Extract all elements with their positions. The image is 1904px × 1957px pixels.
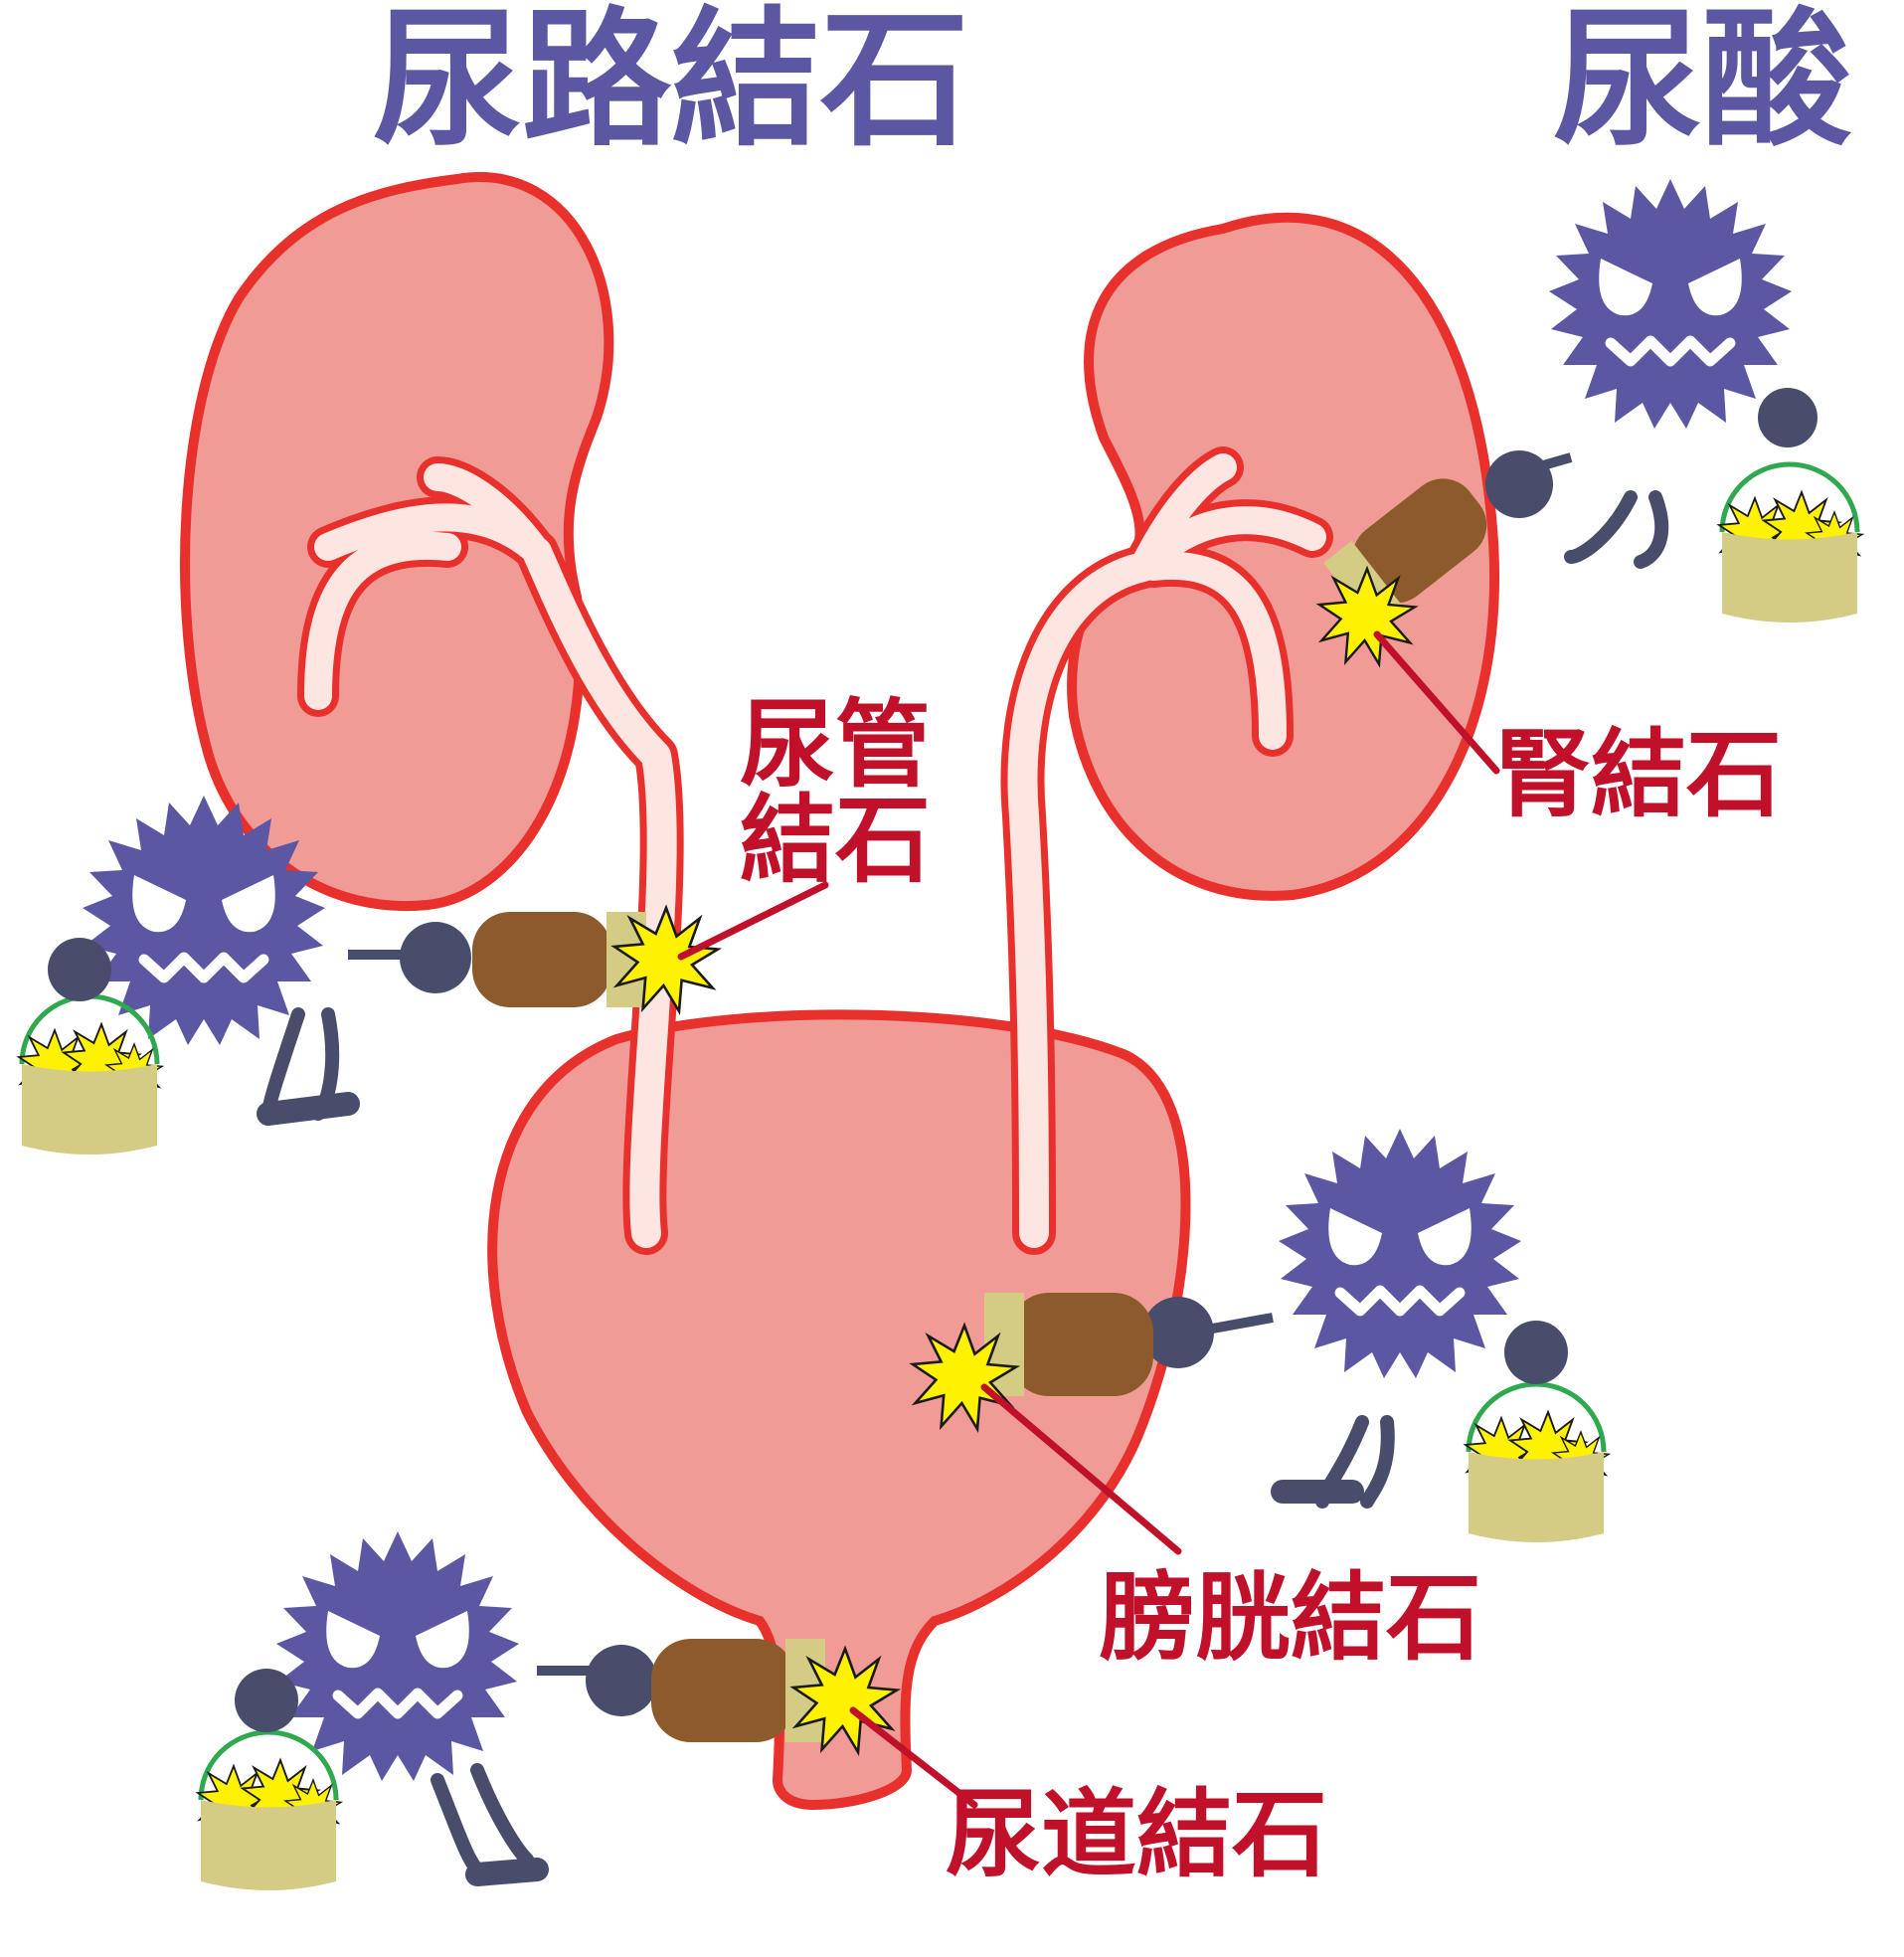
- germ-urethra-bucket: [198, 1732, 341, 1890]
- leader-lines: [677, 630, 1500, 1809]
- corner-title: 尿酸: [1553, 0, 1852, 167]
- germ-ureter: [19, 796, 646, 1155]
- germ-ureter-bucket: [19, 996, 162, 1155]
- germ-kidney-hand: [1758, 388, 1817, 447]
- germ-urethra: [198, 1531, 825, 1890]
- leader-ureter: [677, 881, 829, 961]
- germ-bladder-hammer-knob: [1142, 1297, 1214, 1368]
- germ-kidney-bucket: [1719, 464, 1862, 623]
- leader-urethra: [849, 1706, 978, 1809]
- leader-kidney: [1373, 630, 1500, 775]
- right-kidney: [1067, 212, 1499, 901]
- germ-bladder-hand: [1504, 1321, 1568, 1384]
- germ-bladder-bucket: [1466, 1384, 1609, 1542]
- germ-kidney-hammer-knob: [1485, 450, 1553, 518]
- germ-bladder: [984, 1129, 1609, 1542]
- bladder-stone-label: 膀胱結石: [1100, 1562, 1481, 1674]
- germ-ureter-hammer: [472, 912, 646, 1007]
- germ-bladder-hammer: [984, 1293, 1153, 1396]
- leader-bladder: [980, 1383, 1182, 1555]
- germ-urethra-hammer-knob: [586, 1645, 657, 1716]
- germ-urethra-hand: [235, 1669, 298, 1732]
- kidney-stone-label: 腎結石: [1495, 719, 1782, 830]
- main-title: 尿路結石: [373, 0, 969, 167]
- ureter-stone-label-line1: 尿管: [740, 689, 931, 801]
- urethra-stone-label: 尿道結石: [946, 1779, 1327, 1890]
- germ-ureter-hand: [48, 938, 111, 1001]
- ureter-stone-label-line2: 結石: [740, 785, 931, 896]
- left-collecting-system: [297, 456, 684, 1255]
- right-collecting-system: [1000, 446, 1333, 1255]
- germ-ureter-hammer-knob: [400, 922, 471, 993]
